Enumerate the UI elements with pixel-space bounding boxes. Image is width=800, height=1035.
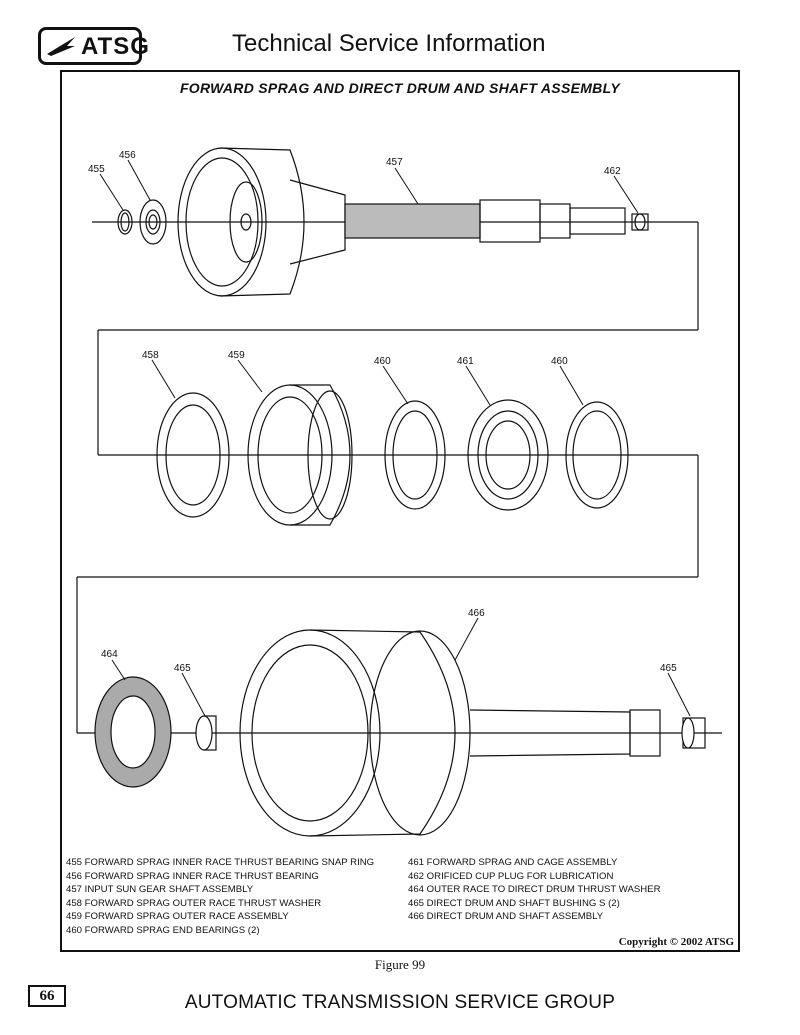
callout-455: 455 [88, 164, 105, 175]
callout-465-b: 465 [660, 663, 677, 674]
callout-461: 461 [457, 356, 474, 367]
bushing-465-a [195, 715, 217, 751]
input-sun-gear-shaft-457 [177, 147, 649, 297]
legend-item: 465 DIRECT DRUM AND SHAFT BUSHING S (2) [408, 897, 620, 909]
callout-464: 464 [101, 649, 118, 660]
legend-item: 456 FORWARD SPRAG INNER RACE THRUST BEAR… [66, 870, 319, 882]
callout-numbers: 455 456 457 462 458 459 460 461 460 466 … [88, 150, 677, 674]
callout-460-a: 460 [374, 356, 391, 367]
logo-text: ATSG [81, 33, 150, 60]
callout-465-a: 465 [174, 663, 191, 674]
sprag-cage-461 [467, 399, 549, 511]
end-bearing-460-a [384, 400, 446, 510]
thrust-washer-464 [94, 676, 172, 788]
legend-item: 460 FORWARD SPRAG END BEARINGS (2) [66, 924, 260, 936]
legend-item: 466 DIRECT DRUM AND SHAFT ASSEMBLY [408, 911, 604, 923]
thrust-washer-458 [156, 392, 230, 518]
footer-title: AUTOMATIC TRANSMISSION SERVICE GROUP [184, 992, 616, 1013]
legend-right: 461 FORWARD SPRAG AND CAGE ASSEMBLY 462 … [408, 856, 661, 924]
callout-459: 459 [228, 350, 245, 361]
direct-drum-466 [239, 629, 661, 837]
callout-458: 458 [142, 350, 159, 361]
legend-item: 458 FORWARD SPRAG OUTER RACE THRUST WASH… [66, 897, 322, 909]
legend-item: 457 INPUT SUN GEAR SHAFT ASSEMBLY [66, 884, 254, 896]
callout-466: 466 [468, 608, 485, 619]
page-number: 66 [28, 985, 66, 1007]
outer-race-459 [247, 384, 353, 526]
legend-item: 459 FORWARD SPRAG OUTER RACE ASSEMBLY [66, 911, 289, 923]
legend-item: 462 ORIFICED CUP PLUG FOR LUBRICATION [408, 870, 614, 882]
figure-label: Figure 99 [374, 957, 426, 972]
diagram-frame [60, 70, 740, 952]
diagram-title: FORWARD SPRAG AND DIRECT DRUM AND SHAFT … [179, 80, 621, 96]
copyright: Copyright © 2002 ATSG [618, 936, 734, 948]
legend-item: 461 FORWARD SPRAG AND CAGE ASSEMBLY [408, 857, 618, 868]
snap-ring-455 [117, 209, 133, 235]
page-title: Technical Service Information [232, 30, 546, 57]
bushing-465-b [681, 717, 706, 749]
legend-left: 455 FORWARD SPRAG INNER RACE THRUST BEAR… [66, 856, 374, 938]
legend-item: 455 FORWARD SPRAG INNER RACE THRUST BEAR… [66, 857, 375, 868]
atsg-logo: ATSG [38, 27, 149, 65]
callout-462: 462 [604, 166, 621, 177]
callout-460-b: 460 [551, 356, 568, 367]
legend-item: 464 OUTER RACE TO DIRECT DRUM THRUST WAS… [408, 884, 661, 896]
callout-457: 457 [386, 157, 403, 168]
callout-456: 456 [119, 150, 136, 161]
thrust-bearing-456 [139, 199, 167, 245]
end-bearing-460-b [565, 401, 629, 509]
wing-icon [47, 37, 75, 56]
leader-lines [99, 159, 691, 717]
